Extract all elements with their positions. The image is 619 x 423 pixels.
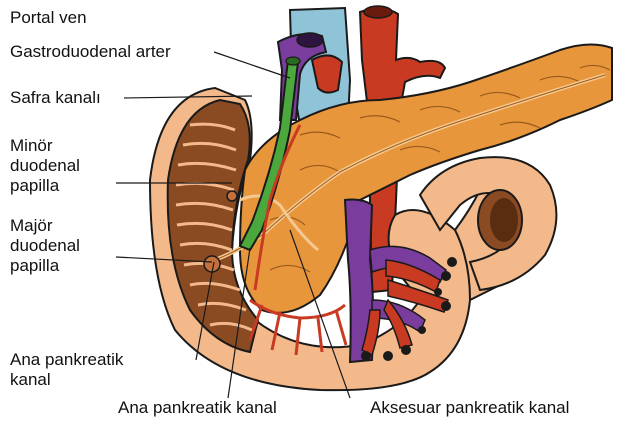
- label-safra-kanali: Safra kanalı: [10, 88, 101, 108]
- label-ana-pankreatik-kanal-bottom: Ana pankreatik kanal: [118, 398, 277, 418]
- label-minor-duodenal-papilla: Minör duodenal papilla: [10, 136, 80, 196]
- label-portal-ven: Portal ven: [10, 8, 87, 28]
- label-gastroduodenal-arter: Gastroduodenal arter: [10, 42, 171, 62]
- minor-papilla: [227, 191, 237, 201]
- label-major-duodenal-papilla: Majör duodenal papilla: [10, 216, 80, 276]
- label-aksesuar-pankreatik-kanal: Aksesuar pankreatik kanal: [370, 398, 569, 418]
- label-ana-pankreatik-kanal-left: Ana pankreatik kanal: [10, 350, 123, 390]
